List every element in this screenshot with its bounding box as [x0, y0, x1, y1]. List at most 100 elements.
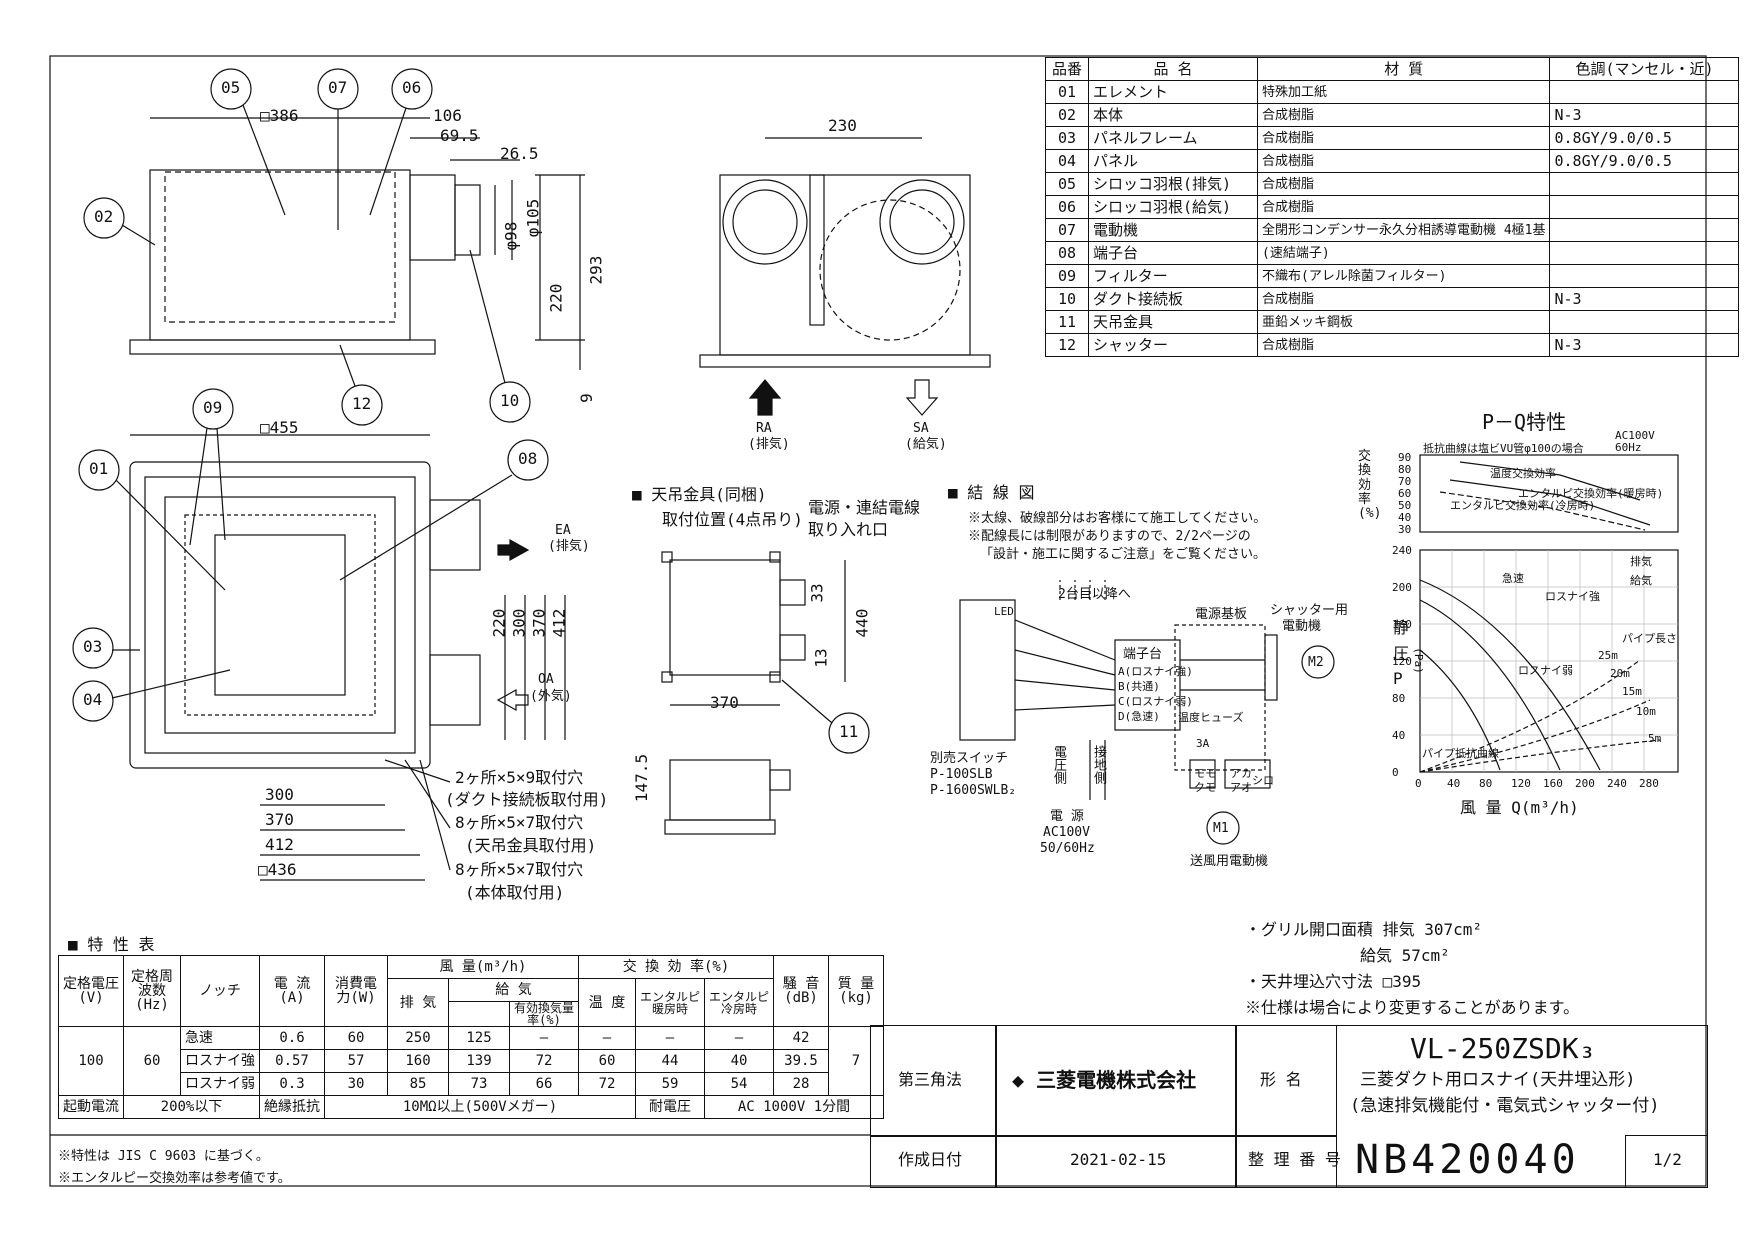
fan-motor-label: 送風用電動機 [1190, 854, 1269, 869]
wiring-title-text: 結 線 図 [967, 483, 1035, 502]
tb-company-cell [995, 1025, 1237, 1137]
dim-h-370: 370 [265, 810, 294, 829]
eff-note: 抵抗曲線は塩ビVU管φ100の場合 [1423, 442, 1584, 455]
dim-9: 9 [576, 393, 596, 403]
term-c: C(ロスナイ弱) [1118, 695, 1193, 708]
spec-footer-row: 起動電流 200%以下 絶縁抵抗 10MΩ以上(500Vメガー) 耐電圧 AC … [58, 1095, 884, 1119]
dim-220: 220 [546, 283, 566, 313]
ra-arrow [748, 379, 782, 416]
p-tick-label: 200 [1392, 581, 1412, 594]
spec-cell: 73 [448, 1072, 510, 1096]
legend-ex: 排気 [1630, 555, 1652, 568]
sheet-border [49, 55, 1707, 1187]
curve-weak: ロスナイ弱 [1518, 664, 1573, 677]
pq-freq: 60Hz [1615, 441, 1642, 454]
callout-10: 10 [500, 391, 520, 410]
spec-cell: 28 [773, 1072, 829, 1096]
spec-cell: 40 [704, 1049, 774, 1073]
parts-cell: N-3 [1549, 287, 1740, 311]
term-b: B(共通) [1118, 680, 1160, 693]
dim-293: 293 [586, 255, 606, 285]
parts-cell: 04 [1045, 149, 1089, 173]
pipe-15m: 15m [1622, 685, 1642, 698]
spec-cell: 42 [773, 1026, 829, 1050]
spec-cell: ― [578, 1026, 636, 1050]
pq-title: P－Q特性 [1482, 410, 1567, 434]
callout-06: 06 [402, 78, 422, 97]
eff-tick-label: 50 [1398, 499, 1412, 512]
dim-106: 106 [433, 106, 462, 125]
wire-color-4: アオ [1230, 781, 1252, 794]
parts-cell: 11 [1045, 310, 1089, 334]
callout-04: 04 [83, 690, 103, 709]
wiring-note-1: ※太線、破線部分はお客様にて施工してください。 [968, 511, 1267, 526]
spec-cell: 72 [578, 1072, 636, 1096]
eff-tick-label: 30 [1398, 523, 1412, 536]
terminal-block [1114, 639, 1181, 731]
curve-rapid: 急速 [1502, 572, 1524, 585]
spec-title: ■ 特 性 表 [68, 935, 155, 954]
parts-cell: 電動機 [1088, 218, 1258, 242]
spec-cell: ― [704, 1026, 774, 1050]
parts-cell: 05 [1045, 172, 1089, 196]
spec-cell: 57 [324, 1049, 388, 1073]
terminal-label: 端子台 [1123, 647, 1163, 662]
callout-02: 02 [94, 207, 114, 226]
parts-cell: 本体 [1088, 103, 1258, 127]
spec-cell: 125 [448, 1026, 510, 1050]
spec-cell: 44 [635, 1049, 705, 1073]
spec-title-text: 特 性 表 [87, 935, 155, 954]
spec-start-label: 起動電流 [58, 1095, 124, 1119]
parts-cell: パネルフレーム [1088, 126, 1258, 150]
p-tick-label: 0 [1392, 766, 1399, 779]
parts-cell: シロッコ羽根(排気) [1088, 172, 1258, 196]
parts-cell: 亜鉛メッキ鋼板 [1256, 310, 1551, 334]
spec-h-notch: ノッチ [180, 955, 260, 1027]
q-tick-label: 0 [1415, 777, 1422, 790]
parts-cell: 0.8GY/9.0/0.5 [1549, 149, 1740, 173]
wiring-note-3: 「設計・施工に関するご注意」をご覧ください。 [980, 547, 1267, 562]
dim-26-5: 26.5 [500, 144, 539, 163]
parts-header-material: 材 質 [1256, 57, 1551, 81]
spec-cell: 139 [448, 1049, 510, 1073]
parts-cell: 合成樹脂 [1256, 103, 1551, 127]
tb-company: ◆ 三菱電機株式会社 [1012, 1070, 1196, 1090]
note-change: ※仕様は場合により変更することがあります。 [1245, 998, 1580, 1017]
cable-label2: 取り入れ口 [808, 520, 889, 539]
pq-curve-rapid [1419, 579, 1601, 771]
tb-doc-label: 整 理 番 号 [1248, 1150, 1341, 1169]
spec-h-cool: エンタルピ冷房時 [704, 978, 774, 1027]
spec-h-current: 電 流(A) [259, 955, 325, 1027]
spec-cell: 85 [387, 1072, 449, 1096]
wiring-note-2: ※配線長には制限がありますので、2/2ページの [968, 529, 1251, 544]
callout-05: 05 [221, 78, 241, 97]
spec-h-mass: 質 量(kg) [828, 955, 884, 1027]
tb-page-cell [1625, 1135, 1708, 1188]
parts-header-name: 品 名 [1088, 57, 1258, 81]
eff-tick-label: 40 [1398, 511, 1412, 524]
parts-cell: 全閉形コンデンサー永久分相誘導電動機 4極1基 [1256, 218, 1551, 242]
spec-ins-label: 絶縁抵抗 [259, 1095, 325, 1119]
eff-chart-frame [1419, 454, 1679, 533]
dim-v-300: 300 [509, 608, 529, 638]
tb-date: 2021-02-15 [1070, 1150, 1167, 1169]
spec-cell: 72 [509, 1049, 579, 1073]
sa-sub: (給気) [905, 437, 947, 452]
parts-cell [1549, 195, 1740, 219]
spec-cell: ロスナイ弱 [180, 1072, 260, 1096]
spec-cell: 0.57 [259, 1049, 325, 1073]
shutter-motor2: 電動機 [1282, 619, 1322, 634]
spec-h-volt: 定格電圧(V) [58, 955, 124, 1027]
parts-header-row: 品番 品 名 材 質 色調(マンセル・近) [1045, 57, 1740, 81]
hanger-title: ■ 天吊金具(同梱) [632, 485, 767, 504]
dim-phi105: φ105 [523, 198, 543, 238]
p-tick-label: 80 [1392, 692, 1406, 705]
callout-12: 12 [352, 394, 372, 413]
spec-header-row-3: 有効換気量率(%) [59, 1001, 884, 1027]
parts-cell: 06 [1045, 195, 1089, 219]
pipe-20m: 20m [1610, 667, 1630, 680]
spec-wv-label: 耐電圧 [635, 1095, 705, 1119]
